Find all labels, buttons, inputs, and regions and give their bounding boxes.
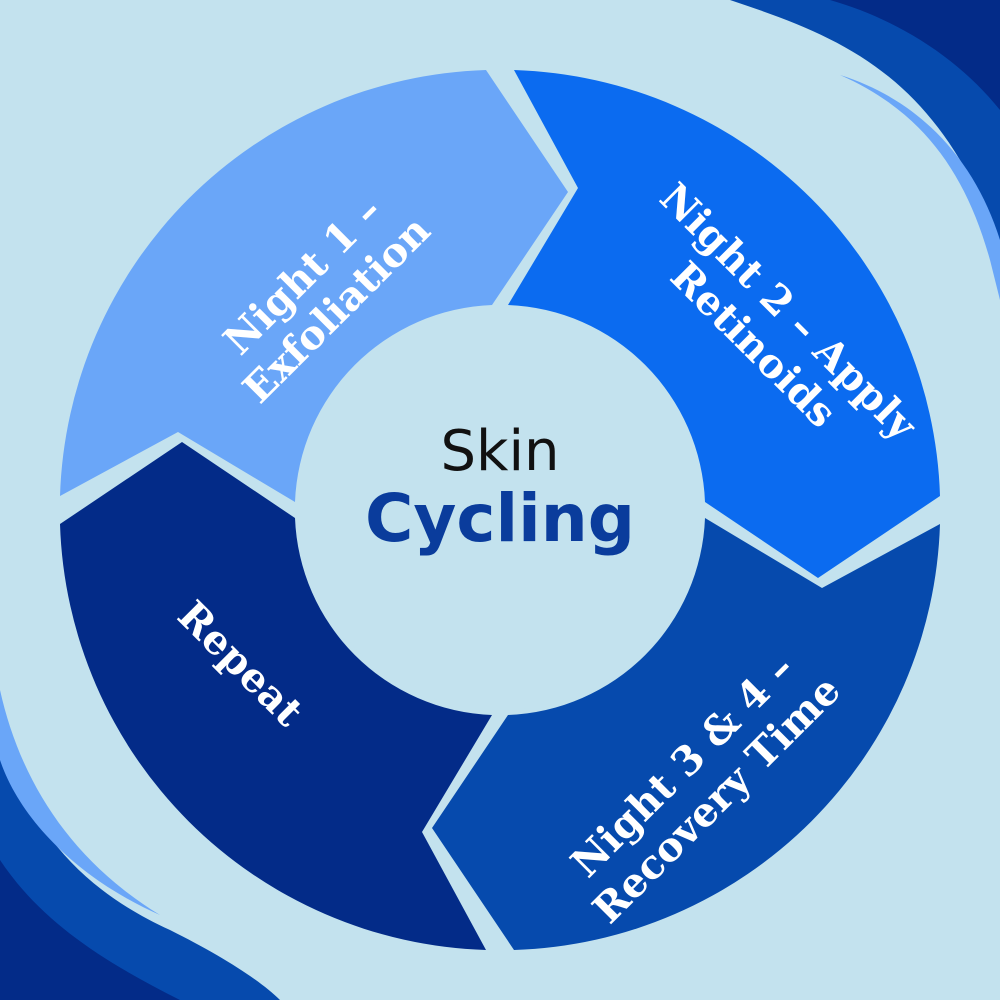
center-circle [300,310,700,710]
corner-wave-bottom-left-dark [0,860,180,1000]
title-skin: Skin [440,419,560,484]
segment-night-1 [60,70,568,502]
corner-wave-top-right [730,0,1000,300]
corner-wave-bottom-left [0,700,280,1000]
segment-night-2 [508,70,940,578]
corner-wave-bottom-left-light [0,690,160,915]
segment-repeat [60,442,492,950]
title-cycling: Cycling [364,480,636,557]
center-title: Skin Cycling [300,420,700,554]
corner-wave-top-right-dark [830,0,1000,110]
segment-night-3-4 [432,518,940,950]
corner-wave-top-right-light [840,75,1000,300]
